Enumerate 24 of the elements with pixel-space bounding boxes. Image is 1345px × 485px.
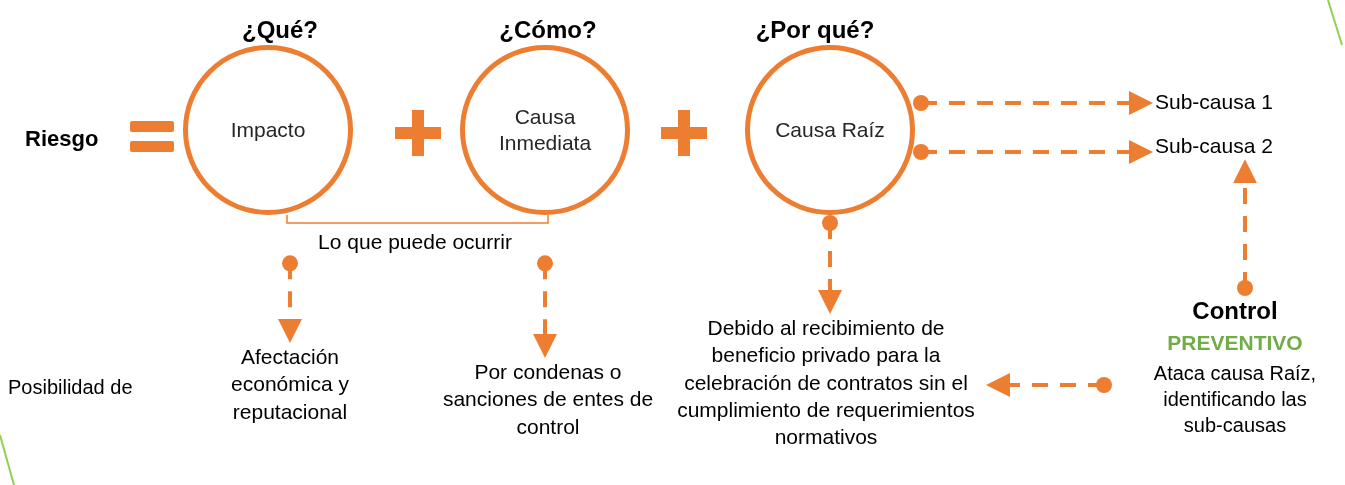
side-label: Posibilidad de bbox=[8, 375, 133, 400]
node-text: Por condenas o sanciones de entes de control bbox=[428, 358, 668, 440]
dashed-arrow bbox=[913, 91, 1153, 115]
dashed-arrow bbox=[1233, 159, 1257, 296]
dashed-arrow bbox=[986, 373, 1112, 397]
question-heading: ¿Qué? bbox=[242, 15, 318, 45]
circle-label: Impacto bbox=[229, 116, 307, 143]
dashed-arrow bbox=[913, 140, 1153, 164]
node-text: Afectación económica y reputacional bbox=[190, 343, 390, 425]
control-heading: Control bbox=[1192, 296, 1278, 326]
question-heading: ¿Cómo? bbox=[499, 15, 597, 45]
dashed-arrow bbox=[278, 255, 302, 343]
node-text: Sub-causa 2 bbox=[1155, 132, 1273, 160]
control-type: PREVENTIVO bbox=[1167, 330, 1303, 356]
node-text: Lo que puede ocurrir bbox=[270, 228, 560, 256]
node-text: Debido al recibimiento de beneficio privado para la celebración de contratos sin el cumplimiento de requerimientos normativos bbox=[668, 314, 984, 451]
question-heading: ¿Por qué? bbox=[755, 15, 875, 45]
dashed-arrow bbox=[818, 215, 842, 314]
control-description: Ataca causa Raíz, identificando las sub-causas bbox=[1152, 361, 1318, 439]
dashed-arrow bbox=[533, 255, 557, 358]
node-text: Sub-causa 1 bbox=[1155, 88, 1273, 116]
circle-label: Causa Inmediata bbox=[497, 103, 593, 156]
side-label: Riesgo bbox=[25, 125, 99, 153]
circle-label: Causa Raíz bbox=[774, 116, 886, 143]
